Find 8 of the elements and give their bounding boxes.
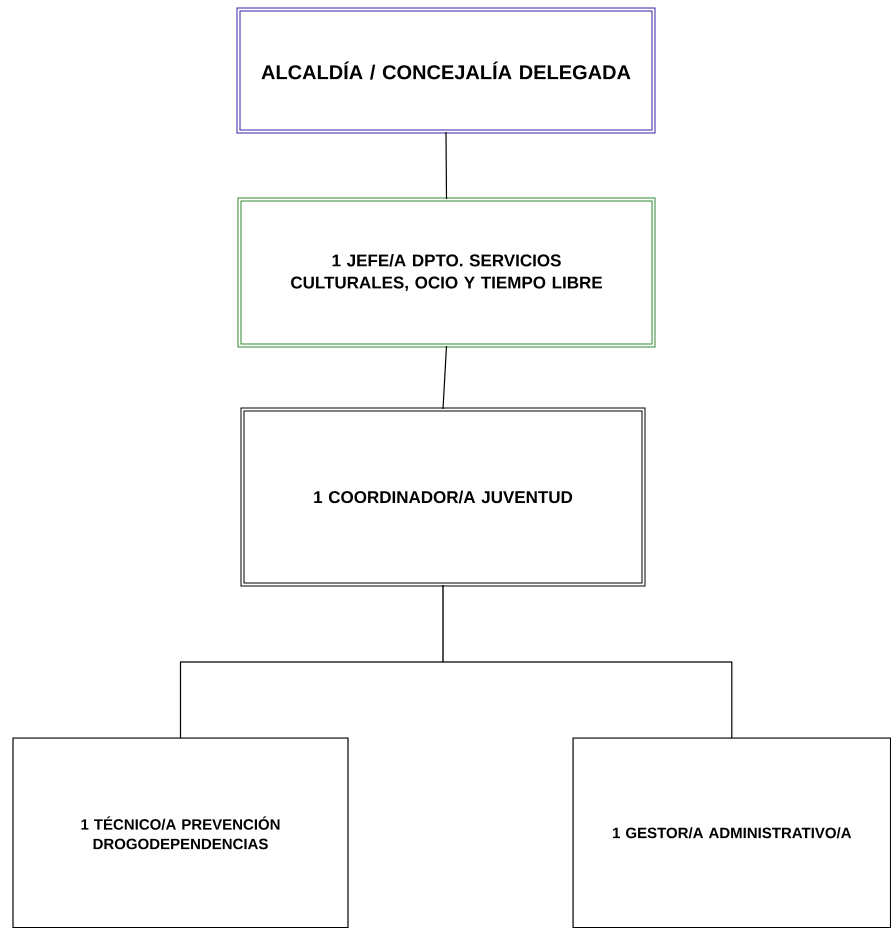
org-box: 1 JEFE/A DPTO. SERVICIOS CULTURALES, OCIO Y TIEMPO LIBRE <box>238 198 656 348</box>
org-box: 1 TÉCNICO/A PREVENCIÓN DROGODEPENDENCIAS <box>12 737 349 928</box>
org-box: ALCALDÍA / CONCEJALÍA DELEGADA <box>236 8 656 134</box>
connector-line <box>442 585 732 738</box>
org-box: 1 GESTOR/A ADMINISTRATIVO/A <box>572 737 891 928</box>
connector-line <box>445 132 448 199</box>
org-box: 1 COORDINADOR/A JUVENTUD <box>240 408 646 586</box>
connector-line <box>442 346 448 410</box>
